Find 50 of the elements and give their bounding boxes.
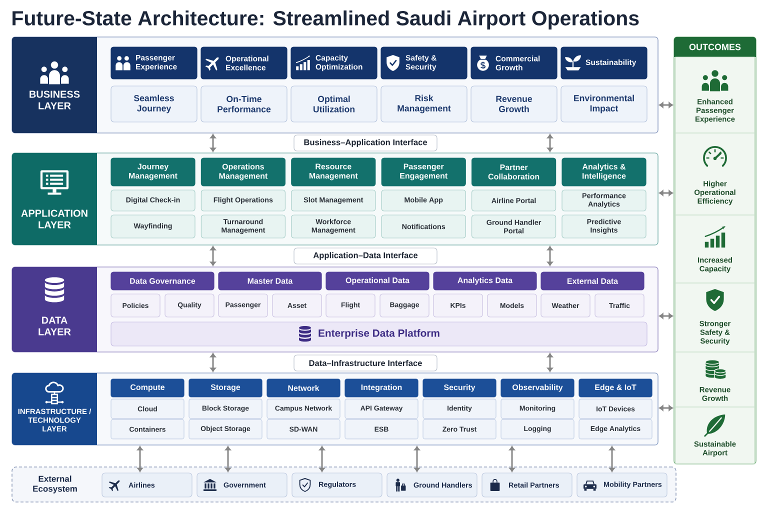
double-arrow [609, 446, 615, 472]
interface-label: Data–Infrastructure Interface [294, 354, 438, 372]
double-arrow [547, 134, 553, 152]
header-box: Master Data [218, 272, 322, 290]
header-box: Network [266, 378, 340, 398]
header-box: Resource Management [291, 158, 376, 186]
double-arrow [547, 246, 553, 266]
double-arrow [225, 446, 231, 472]
header-box: Operations Management [200, 158, 286, 186]
header-box: External Data [540, 272, 644, 290]
header-box: Integration [344, 378, 418, 398]
platform-bar: Enterprise Data Platform [110, 322, 648, 346]
double-arrow [137, 446, 143, 472]
header-box: Analytics Data [433, 272, 537, 290]
header-box: Edge & IoT [578, 378, 652, 398]
header-box: Analytics & Intelligence [562, 158, 646, 186]
header-box: Security [422, 378, 496, 398]
double-arrow [659, 190, 673, 196]
double-arrow [659, 405, 673, 411]
header-box: Data Governance [110, 272, 214, 290]
header-box: Journey Management [110, 158, 196, 186]
interface-label: Business–Application Interface [294, 134, 438, 152]
double-arrow [210, 134, 216, 152]
header-box: Operational Data [326, 272, 430, 290]
header-box: Passenger Engagement [381, 158, 466, 186]
goal-box: Optimal Utilization [290, 86, 378, 122]
goal-box: Revenue Growth [470, 86, 558, 122]
double-arrow [547, 353, 553, 372]
panel-header: OUTCOMES [674, 37, 756, 57]
double-arrow [659, 102, 673, 108]
header-box: Storage [188, 378, 262, 398]
header-box: Observability [500, 378, 574, 398]
goal-box: Environmental Impact [560, 86, 648, 122]
double-arrow [509, 446, 515, 472]
interface-label: Application–Data Interface [294, 248, 438, 264]
layer-label: BUSINESS LAYER [12, 37, 97, 133]
group-label: External Ecosystem [33, 476, 77, 494]
header-box: Compute [110, 378, 184, 398]
double-arrow [414, 446, 420, 472]
goal-box: On-Time Performance [200, 86, 288, 122]
double-arrow [210, 246, 216, 266]
layer-label: APPLICATION LAYER [12, 153, 97, 245]
double-arrow [210, 353, 216, 372]
double-arrow [659, 313, 673, 319]
goal-box: Risk Management [380, 86, 468, 122]
double-arrow [319, 446, 325, 472]
header-box: Partner Collaboration [472, 158, 556, 186]
title: Future-State Architecture: Streamlined Saudi Airport Operations [12, 10, 639, 30]
layer-label: DATA LAYER [12, 267, 97, 352]
goal-box: Seamless Journey [110, 86, 198, 122]
